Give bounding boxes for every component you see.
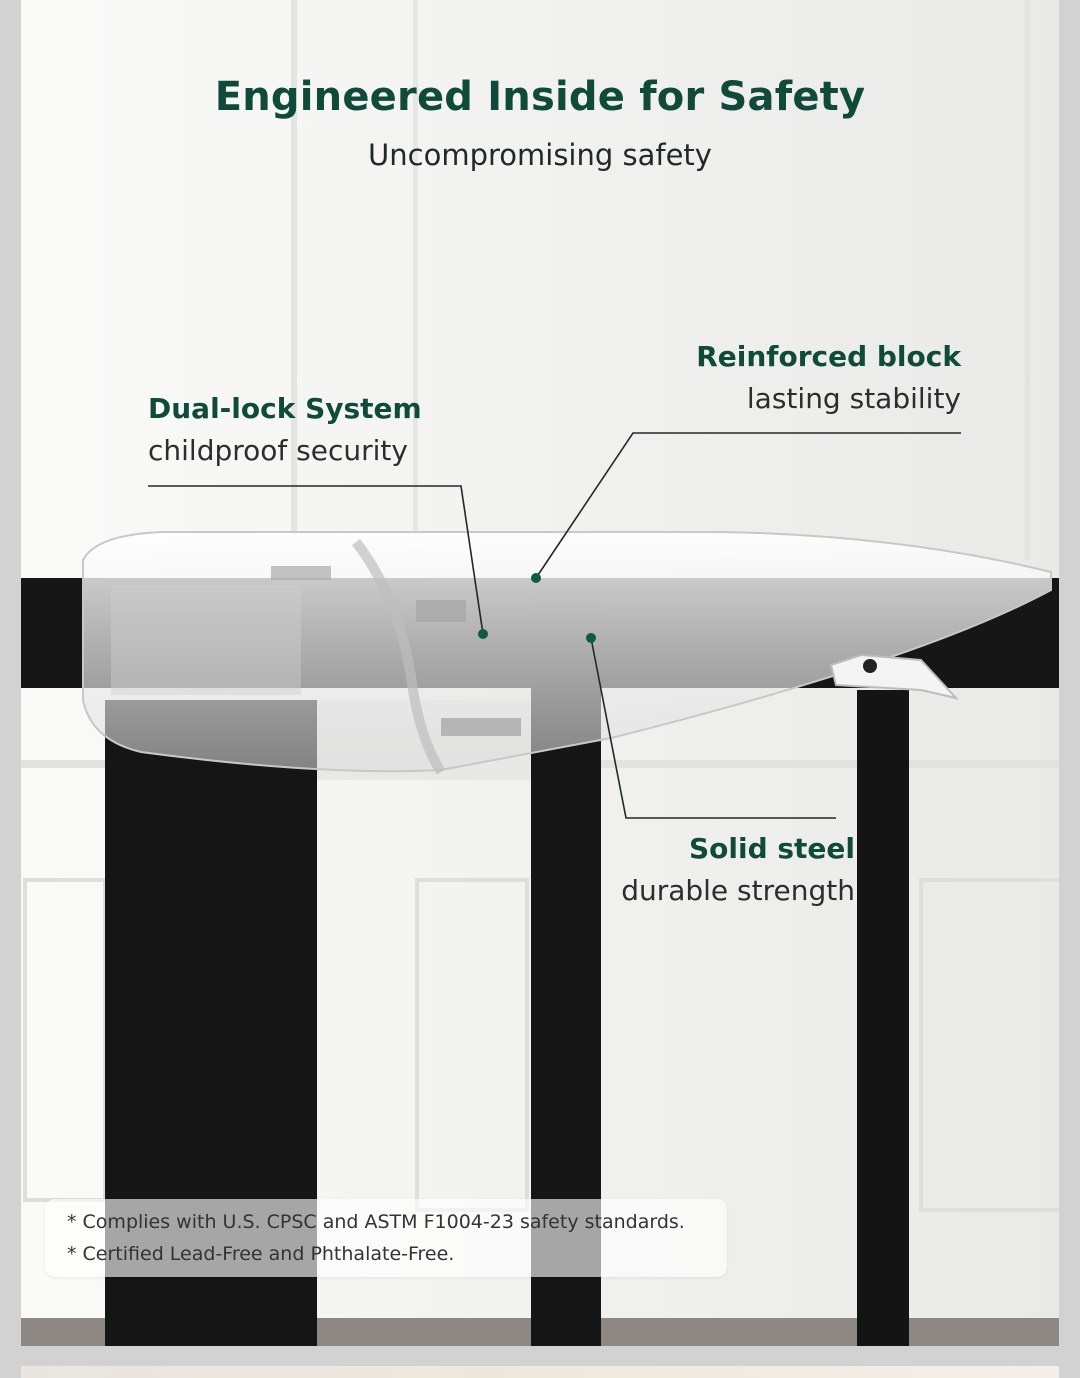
callout-line-dual-lock xyxy=(148,485,484,635)
lock-mechanism xyxy=(111,585,301,695)
callout-subtitle-dual-lock: childproof security xyxy=(148,434,408,467)
wainscot-panel xyxy=(919,878,1059,1212)
callout-subtitle-solid-steel: durable strength xyxy=(621,874,855,907)
page-title: Engineered Inside for Safety xyxy=(214,74,866,120)
hinge-pin xyxy=(863,659,877,673)
wall-panel-line xyxy=(1025,0,1030,560)
lock-housing-seam xyxy=(352,538,446,775)
callout-title-dual-lock: Dual-lock System xyxy=(148,392,422,425)
safety-note: * Complies with U.S. CPSC and ASTM F1004… xyxy=(67,1211,685,1233)
lock-bolt xyxy=(441,718,521,736)
callout-dot-dual-lock xyxy=(478,629,488,639)
callout-title-reinforced-block: Reinforced block xyxy=(696,340,961,373)
product-illustration xyxy=(21,0,1059,1346)
next-image-preview xyxy=(21,1366,1059,1378)
callout-title-solid-steel: Solid steel xyxy=(688,832,855,865)
product-image-panel: Engineered Inside for Safety Uncompromis… xyxy=(21,0,1059,1346)
page-subtitle: Uncompromising safety xyxy=(368,138,712,172)
safety-note: * Certified Lead-Free and Phthalate-Free… xyxy=(67,1243,455,1265)
callout-subtitle-reinforced-block: lasting stability xyxy=(746,382,961,415)
callout-dot-reinforced-block xyxy=(531,573,541,583)
callout-dot-solid-steel xyxy=(586,633,596,643)
callout-line-reinforced-block xyxy=(535,432,961,579)
lock-screw xyxy=(271,566,331,580)
lock-spring xyxy=(416,600,466,622)
wall-panel-line xyxy=(413,0,418,540)
wall-panel-line xyxy=(291,0,297,540)
hinge-bracket xyxy=(829,653,959,700)
gate-right-post xyxy=(857,690,909,1346)
safety-notes-box: * Complies with U.S. CPSC and ASTM F1004… xyxy=(45,1199,727,1277)
callout-line-solid-steel xyxy=(590,637,836,819)
